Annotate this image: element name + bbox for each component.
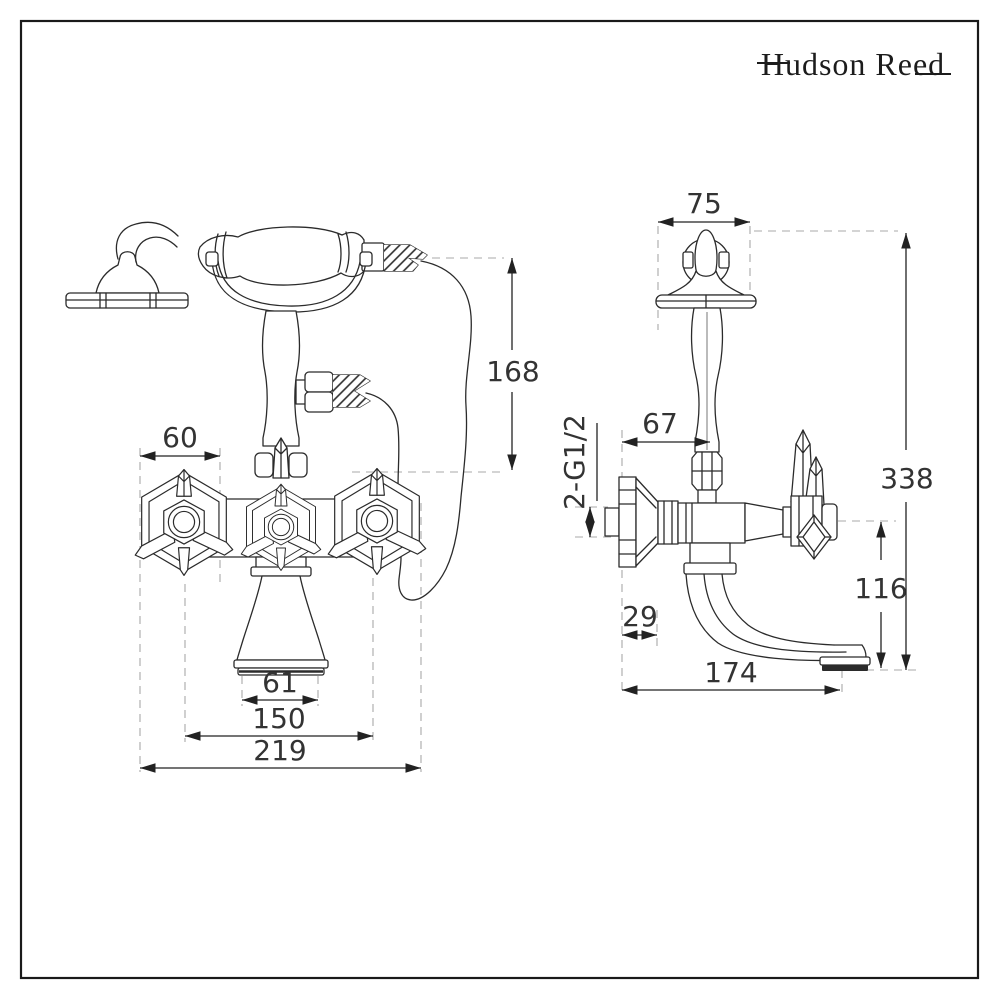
dim-label-29: 29 [622,600,658,633]
dim-label-150: 150 [252,702,305,735]
dim-label-116: 116 [854,572,907,605]
dim-label-60: 60 [162,421,198,454]
shower-hose [365,260,472,601]
riser-column [261,310,301,447]
side-spout [683,542,871,671]
dim-label-2g12: 2-G1/2 [558,414,591,510]
shower-head [65,221,189,309]
front-spout [233,556,329,676]
side-cradle [655,229,757,309]
front-dimensions: 60 168 61 150 219 [140,258,540,773]
logo-text: Hudson Reed [761,46,945,82]
dim-label-75: 75 [686,187,722,220]
wall-flange [604,476,679,568]
hose-wall-outlet [295,371,371,413]
diverter-lever [254,437,308,479]
handset-handle [197,226,385,286]
dim-label-67: 67 [642,407,678,440]
side-handle [782,429,838,560]
side-view: 75 67 2-G1/2 29 174 116 338 [558,187,934,696]
hose-nozzle [383,244,428,272]
side-valve-body [677,502,784,544]
side-column [690,307,724,504]
brand-logo: Hudson Reed [757,46,951,82]
dim-label-174: 174 [704,656,757,689]
front-view: 60 168 61 150 219 [65,221,540,773]
dim-label-168: 168 [486,355,539,388]
dim-label-61: 61 [262,666,298,699]
side-dimensions: 75 67 2-G1/2 29 174 116 338 [558,187,934,695]
dim-label-338: 338 [880,462,933,495]
dim-label-219: 219 [253,734,306,767]
